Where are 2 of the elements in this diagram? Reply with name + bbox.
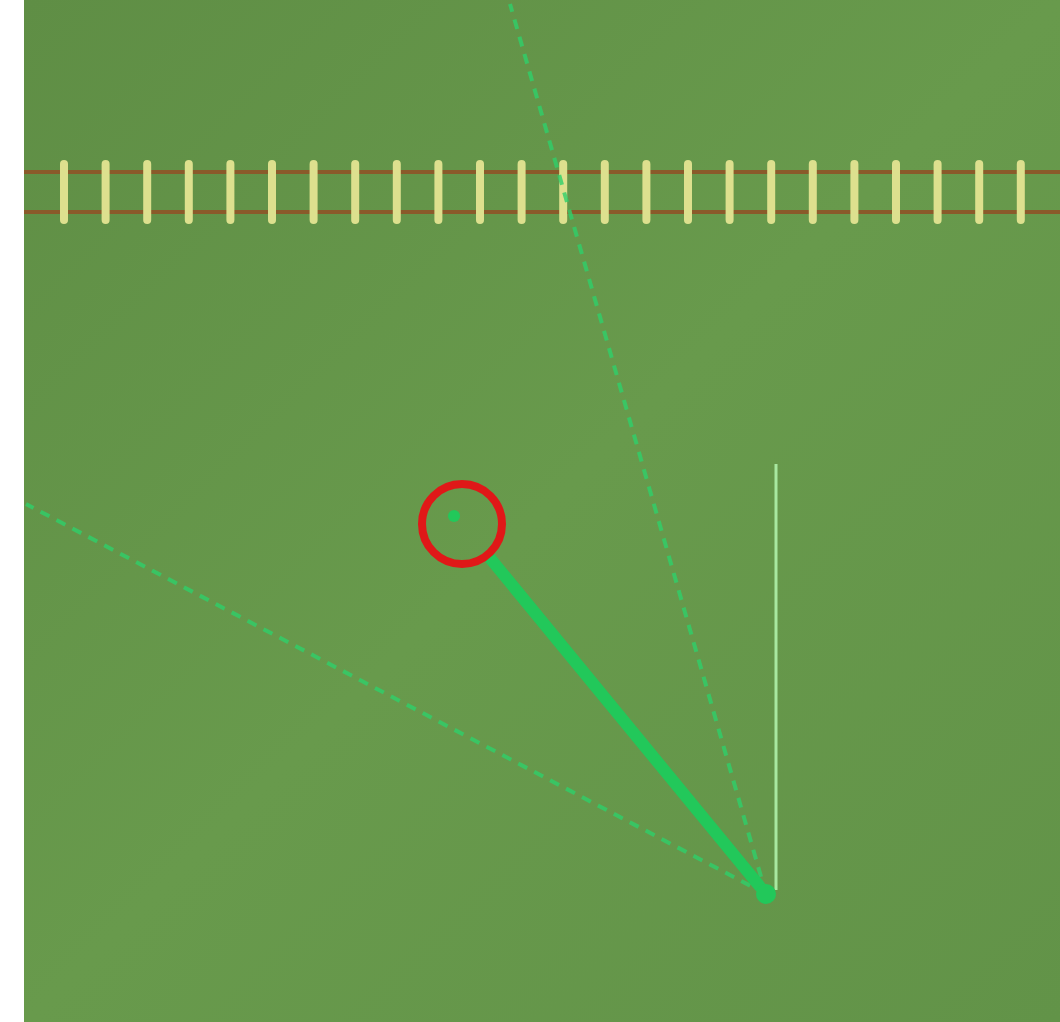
connector-line — [483, 552, 766, 893]
target-ring — [418, 480, 506, 568]
